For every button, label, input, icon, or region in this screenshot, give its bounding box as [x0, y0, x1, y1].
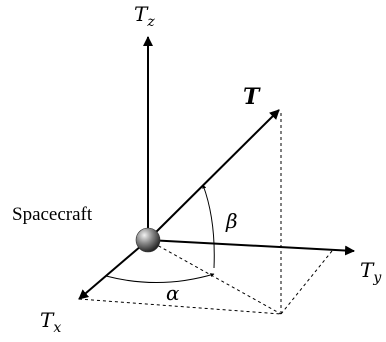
ty-label-sub: y: [372, 270, 382, 286]
tz-label-sub: z: [146, 14, 155, 30]
tx-label-sub: x: [53, 320, 61, 336]
projection-to-tx-line: [78, 298, 282, 315]
tz-label: Tz: [134, 2, 155, 30]
projection-to-ty-line: [280, 250, 333, 315]
projection-on-xy-plane-line: [147, 239, 282, 315]
alpha-label: α: [166, 281, 180, 305]
beta-label: β: [225, 209, 238, 233]
thrust-label: T: [243, 84, 261, 110]
spacecraft-sphere: [135, 227, 161, 253]
projection-lines: [78, 113, 333, 315]
tx-axis: [78, 239, 149, 300]
axes: [78, 36, 355, 300]
alpha-arc: [105, 273, 215, 284]
tx-label: Tx: [40, 308, 61, 336]
ty-axis: [147, 239, 355, 256]
tz-label-main: T: [134, 2, 149, 26]
tx-label-main: T: [40, 308, 55, 332]
angle-arcs: [105, 184, 215, 284]
thrust-vector: [147, 109, 280, 241]
ty-label: Ty: [360, 258, 382, 286]
beta-arc: [202, 184, 215, 269]
ty-label-main: T: [360, 258, 375, 282]
spacecraft-label: Spacecraft: [12, 204, 93, 225]
